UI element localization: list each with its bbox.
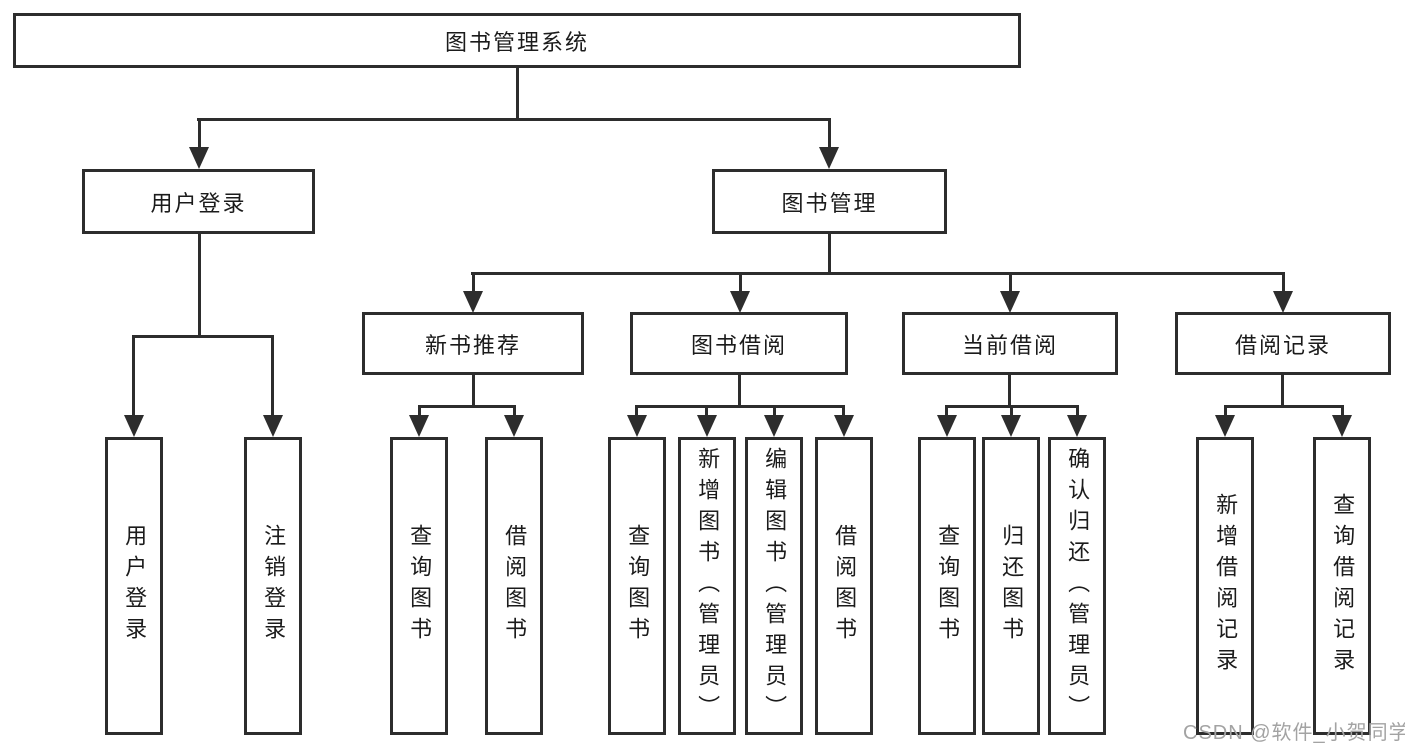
arrow-down-icon <box>263 415 283 437</box>
arrow-down-icon <box>937 415 957 437</box>
leaf-edit-books-admin-label: 编辑图书（管理员） <box>762 446 788 726</box>
arrow-down-icon <box>1001 415 1021 437</box>
node-root-label: 图书管理系统 <box>444 29 589 55</box>
connector-line <box>828 118 831 150</box>
connector-line <box>198 118 201 150</box>
connector-line <box>1010 405 1013 417</box>
connector-line <box>132 335 274 338</box>
leaf-borrow-books-1-label: 借阅图书 <box>502 524 528 648</box>
leaf-user-login: 用户登录 <box>105 437 163 735</box>
connector-line <box>1282 272 1285 293</box>
watermark: CSDN @软件_小贺同学 <box>1183 722 1405 744</box>
connector-line <box>1224 405 1343 408</box>
node-current-borrow-label: 当前借阅 <box>961 332 1058 358</box>
leaf-confirm-return-admin-label: 确认归还（管理员） <box>1065 446 1091 726</box>
node-root: 图书管理系统 <box>13 13 1021 68</box>
arrow-down-icon <box>819 147 839 169</box>
connector-line <box>773 405 776 417</box>
leaf-query-books-2: 查询图书 <box>608 437 666 735</box>
connector-line <box>472 272 475 293</box>
node-borrow-records: 借阅记录 <box>1175 312 1391 375</box>
leaf-borrow-books-2-label: 借阅图书 <box>832 524 858 648</box>
leaf-borrow-books-1: 借阅图书 <box>485 437 543 735</box>
node-new-book-recommend-label: 新书推荐 <box>424 332 521 358</box>
connector-line <box>705 405 708 417</box>
arrow-down-icon <box>189 147 209 169</box>
connector-line <box>1224 405 1227 417</box>
arrow-down-icon <box>730 291 750 313</box>
leaf-query-books-3-label: 查询图书 <box>935 524 961 648</box>
connector-line <box>945 405 948 417</box>
leaf-add-borrow-record-label: 新增借阅记录 <box>1213 493 1239 679</box>
node-current-borrow: 当前借阅 <box>902 312 1118 375</box>
connector-line <box>197 118 831 121</box>
node-new-book-recommend: 新书推荐 <box>362 312 584 375</box>
connector-line <box>1009 272 1012 293</box>
connector-line <box>271 335 274 417</box>
arrow-down-icon <box>504 415 524 437</box>
node-book-management: 图书管理 <box>712 169 947 234</box>
node-book-borrow: 图书借阅 <box>630 312 848 375</box>
arrow-down-icon <box>627 415 647 437</box>
connector-line <box>842 405 845 417</box>
connector-line <box>418 405 421 417</box>
connector-line <box>635 405 844 408</box>
leaf-user-login-label: 用户登录 <box>122 524 148 648</box>
connector-line <box>1281 374 1284 408</box>
arrow-down-icon <box>697 415 717 437</box>
arrow-down-icon <box>834 415 854 437</box>
arrow-down-icon <box>1067 415 1087 437</box>
connector-line <box>472 374 475 408</box>
leaf-edit-books-admin: 编辑图书（管理员） <box>745 437 803 735</box>
connector-line <box>739 272 742 293</box>
leaf-confirm-return-admin: 确认归还（管理员） <box>1048 437 1106 735</box>
connector-line <box>132 335 135 417</box>
leaf-logout: 注销登录 <box>244 437 302 735</box>
leaf-add-borrow-record: 新增借阅记录 <box>1196 437 1254 735</box>
connector-line <box>513 405 516 417</box>
leaf-add-books-admin: 新增图书（管理员） <box>678 437 736 735</box>
arrow-down-icon <box>124 415 144 437</box>
leaf-query-borrow-record: 查询借阅记录 <box>1313 437 1371 735</box>
connector-line <box>1341 405 1344 417</box>
connector-line <box>471 272 1284 275</box>
node-book-borrow-label: 图书借阅 <box>690 332 787 358</box>
leaf-query-books-1: 查询图书 <box>390 437 448 735</box>
connector-line <box>1076 405 1079 417</box>
arrow-down-icon <box>764 415 784 437</box>
arrow-down-icon <box>1273 291 1293 313</box>
connector-line <box>516 68 519 121</box>
leaf-query-borrow-record-label: 查询借阅记录 <box>1330 493 1356 679</box>
connector-line <box>1008 374 1011 408</box>
connector-line <box>418 405 515 408</box>
arrow-down-icon <box>1332 415 1352 437</box>
leaf-logout-label: 注销登录 <box>261 524 287 648</box>
leaf-query-books-2-label: 查询图书 <box>625 524 651 648</box>
connector-line <box>738 374 741 408</box>
leaf-borrow-books-2: 借阅图书 <box>815 437 873 735</box>
node-borrow-records-label: 借阅记录 <box>1234 332 1331 358</box>
leaf-query-books-3: 查询图书 <box>918 437 976 735</box>
node-user-login-label: 用户登录 <box>150 190 247 216</box>
leaf-return-books: 归还图书 <box>982 437 1040 735</box>
connector-line <box>198 234 201 338</box>
leaf-query-books-1-label: 查询图书 <box>407 524 433 648</box>
connector-line <box>828 234 831 275</box>
leaf-return-books-label: 归还图书 <box>999 524 1025 648</box>
connector-line <box>635 405 638 417</box>
arrow-down-icon <box>409 415 429 437</box>
arrow-down-icon <box>463 291 483 313</box>
node-user-login: 用户登录 <box>82 169 315 234</box>
leaf-add-books-admin-label: 新增图书（管理员） <box>695 446 721 726</box>
arrow-down-icon <box>1215 415 1235 437</box>
arrow-down-icon <box>1000 291 1020 313</box>
node-book-management-label: 图书管理 <box>781 190 878 216</box>
